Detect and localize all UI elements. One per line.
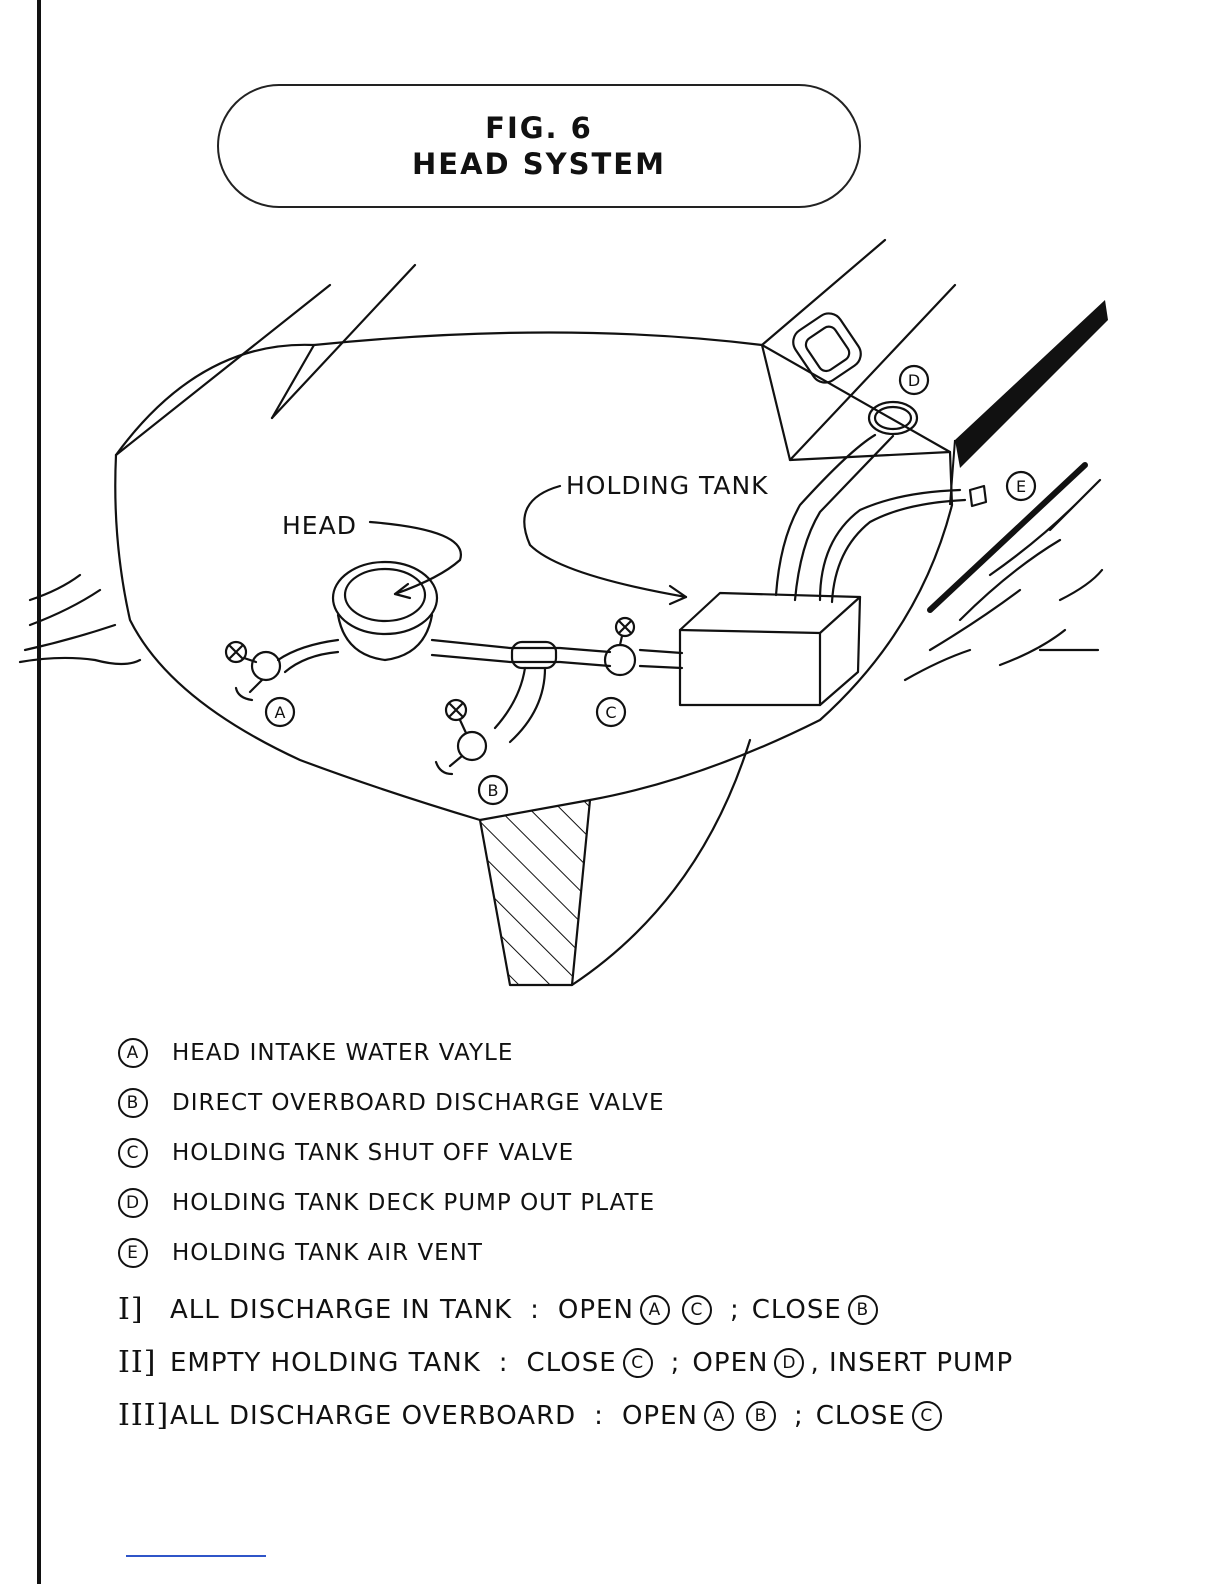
step-semicolon: ; [793,1400,804,1431]
head-leader [368,520,462,596]
step-key: B [745,1400,776,1431]
figure-number: FIG. 6 [485,111,593,145]
intake-pipe [276,638,340,662]
step-action: OPEN [621,1400,698,1431]
step-label: EMPTY HOLDING TANK [170,1347,481,1378]
legend-item: D HOLDING TANK DECK PUMP OUT PLATE [118,1178,1198,1228]
legend-text: HEAD INTAKE WATER VAYLE [172,1040,514,1066]
portlight [792,312,862,384]
footer-rule [126,1555,266,1557]
step-label: ALL DISCHARGE IN TANK [170,1294,513,1325]
step-semicolon: ; [670,1347,681,1378]
legend-key: C [118,1138,148,1168]
valve-c [603,643,637,677]
legend-item: C HOLDING TANK SHUT OFF VALVE [118,1128,1198,1178]
head-callout-label: HEAD [282,511,357,540]
hull-outline [114,331,954,822]
cabin-top-right [760,238,887,347]
legend-key: B [118,1088,148,1118]
deck-line-left-2 [270,263,417,420]
marker-b: B [488,781,499,800]
step-key: A [703,1400,734,1431]
step-number: I] [118,1292,144,1327]
step-action: CLOSE [815,1400,906,1431]
step-label: ALL DISCHARGE OVERBOARD [170,1400,577,1431]
step-separator: : [594,1400,604,1431]
step-key: B [847,1294,878,1325]
legend-text: DIRECT OVERBOARD DISCHARGE VALVE [172,1090,665,1116]
figure-title: HEAD SYSTEM [412,147,666,181]
legend-key: D [118,1188,148,1218]
legend-item: B DIRECT OVERBOARD DISCHARGE VALVE [118,1078,1198,1128]
figure-title-box: FIG. 6 HEAD SYSTEM [217,84,861,208]
tank-leader [523,484,688,599]
legend-item: A HEAD INTAKE WATER VAYLE [118,1028,1198,1078]
valve-b [456,730,488,762]
deck-line-left [114,283,332,457]
operating-steps: I] ALL DISCHARGE IN TANK : OPEN A C ; CL… [118,1283,1208,1442]
step-semicolon: ; [729,1294,740,1325]
step-row: III] ALL DISCHARGE OVERBOARD : OPEN A B … [118,1389,1208,1442]
step-number: III] [118,1398,170,1433]
cabin-front [760,343,952,462]
step-key: A [639,1294,670,1325]
marker-e: E [1016,477,1026,496]
marker-d: D [908,371,920,390]
cabin-top-right-2 [788,283,957,462]
pump-out-plate [867,400,919,436]
marker-a: A [275,703,286,722]
tee-fitting [510,640,558,670]
waves-left [18,573,142,666]
step-row: II] EMPTY HOLDING TANK : CLOSE C ; OPEN … [118,1336,1208,1389]
step-key: C [622,1347,653,1378]
legend-text: HOLDING TANK DECK PUMP OUT PLATE [172,1190,656,1216]
rub-rail [955,300,1108,468]
step-key: C [681,1294,712,1325]
step-number: II] [118,1345,157,1380]
holding-tank-callout-label: HOLDING TANK [566,471,769,500]
pump-out-hose [774,433,877,597]
page-margin-rule [37,0,41,1584]
step-action: OPEN [557,1294,634,1325]
valve-legend: A HEAD INTAKE WATER VAYLE B DIRECT OVERB… [118,1028,1198,1278]
legend-text: HOLDING TANK SHUT OFF VALVE [172,1140,575,1166]
step-tail: , INSERT PUMP [810,1347,1014,1378]
waves-right [903,478,1104,682]
vent-hose [818,488,962,602]
legend-text: HOLDING TANK AIR VENT [172,1240,483,1266]
step-key: D [774,1347,805,1378]
legend-key: A [118,1038,148,1068]
step-key: C [911,1400,942,1431]
discharge-pipe [430,638,612,654]
step-row: I] ALL DISCHARGE IN TANK : OPEN A C ; CL… [118,1283,1208,1336]
step-separator: : [530,1294,540,1325]
legend-key: E [118,1238,148,1268]
keel-hatch [480,800,590,985]
head-bowl [331,560,439,636]
step-separator: : [498,1347,509,1378]
step-action: CLOSE [751,1294,842,1325]
air-vent [968,484,988,508]
step-action: CLOSE [526,1347,617,1378]
head-system-diagram: HEAD HOLDING TANK A B C D E [18,238,1108,987]
marker-c: C [605,703,616,722]
valve-a [250,650,282,682]
cabin-edge [270,343,316,420]
legend-item: E HOLDING TANK AIR VENT [118,1228,1198,1278]
holding-tank [678,591,862,707]
overboard-pipe [493,666,527,730]
step-action: OPEN [692,1347,769,1378]
